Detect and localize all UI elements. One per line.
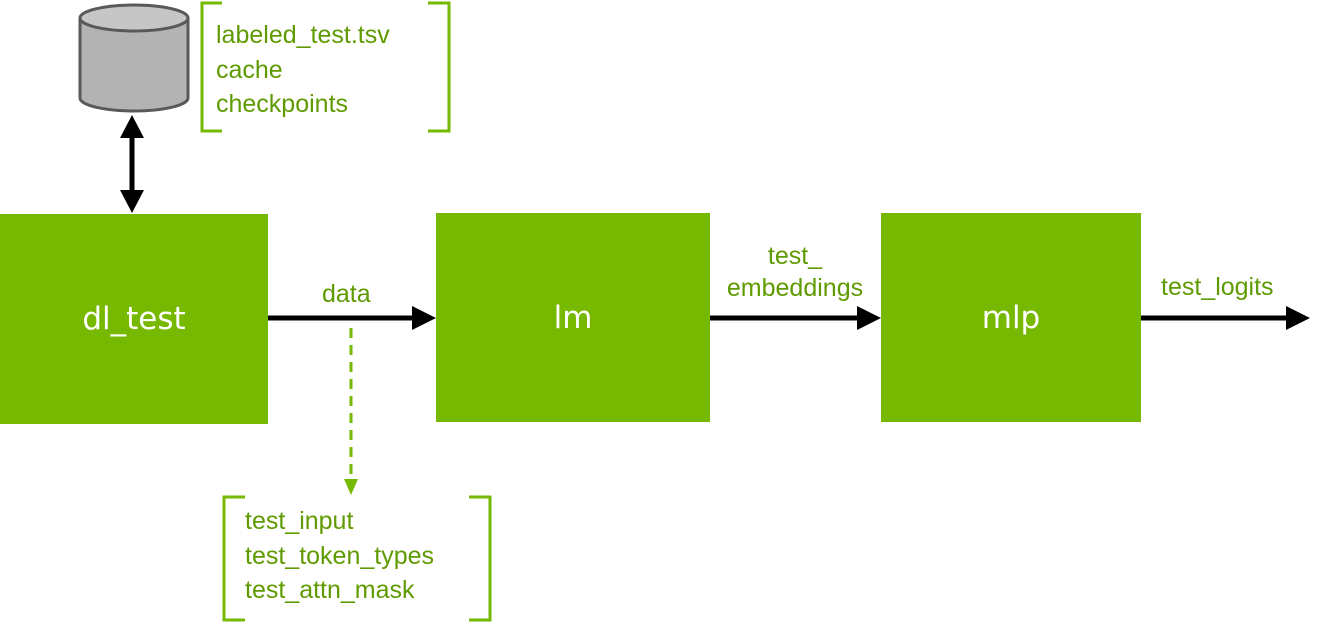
- edge-label-line: test_: [767, 242, 823, 270]
- edge-label-logits: test_logits: [1161, 273, 1274, 301]
- output-item: test_input: [245, 507, 354, 535]
- node-dl-test: dl_test: [0, 214, 268, 424]
- edge-label-data: data: [322, 280, 371, 308]
- edge-label-line: embeddings: [726, 274, 864, 302]
- database-files: labeled_test.tsv cache checkpoints: [216, 18, 390, 122]
- database-io-arrow: [120, 115, 144, 213]
- node-mlp: mlp: [881, 213, 1141, 422]
- node-label: mlp: [981, 299, 1041, 336]
- outputs-bracket: [222, 495, 492, 622]
- node-label: dl_test: [82, 301, 186, 337]
- file-item: labeled_test.tsv: [216, 21, 390, 49]
- node-label: lm: [553, 299, 593, 336]
- data-arrow: [268, 306, 436, 330]
- output-item: test_token_types: [245, 541, 435, 570]
- files-bracket: [200, 1, 451, 133]
- node-lm: lm: [436, 213, 710, 422]
- data-outputs: test_input test_token_types test_attn_ma…: [245, 504, 434, 608]
- edge-label-embeddings: test_ embeddings: [712, 240, 878, 304]
- logits-arrow: [1141, 306, 1310, 330]
- file-item: checkpoints: [216, 90, 349, 118]
- output-item: test_attn_mask: [245, 576, 415, 604]
- embeddings-arrow: [710, 306, 881, 330]
- data-outputs-arrow: [344, 328, 358, 495]
- file-item: cache: [216, 55, 283, 84]
- database-icon: [78, 3, 190, 113]
